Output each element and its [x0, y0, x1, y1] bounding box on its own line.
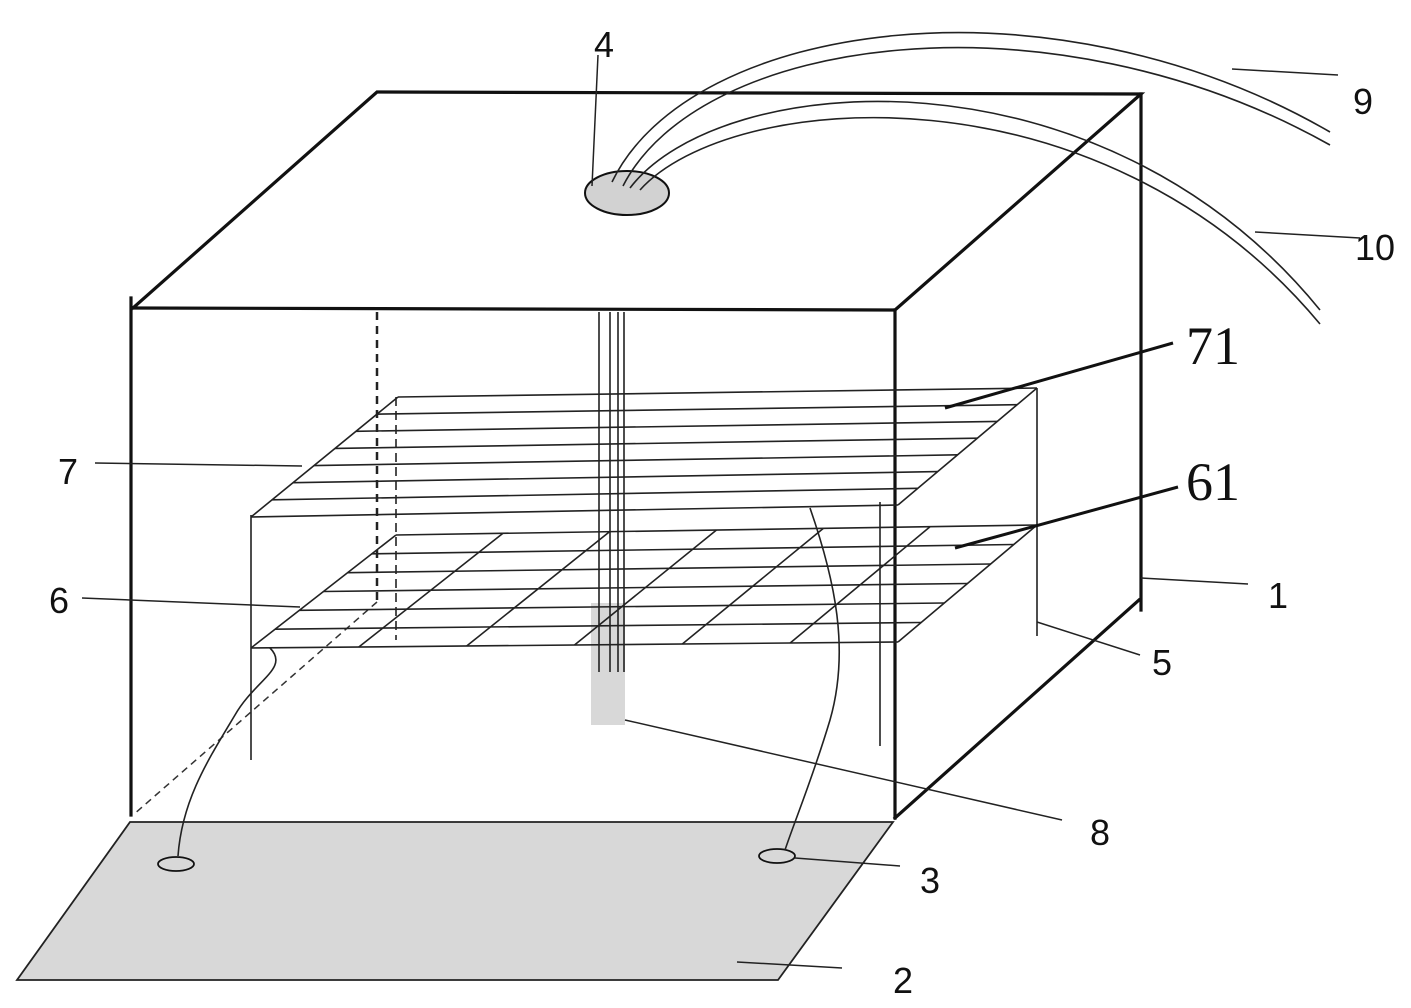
electrode-wire-right	[784, 507, 841, 851]
electrode-hole-right	[758, 848, 796, 864]
label-7: 7	[58, 451, 78, 492]
label-61: 61	[1186, 452, 1240, 512]
grid-cross-wire	[466, 531, 611, 647]
inlet-pipe	[611, 31, 1331, 187]
grid-frame-edge	[897, 387, 1038, 506]
leader-3	[794, 857, 901, 867]
label-6: 6	[49, 580, 69, 621]
label-8: 8	[1090, 812, 1110, 853]
grid-wire	[271, 487, 918, 501]
grid-wire	[250, 504, 899, 518]
leader-1	[1140, 577, 1249, 585]
grid-wire	[334, 437, 978, 450]
grid-cross-wire	[789, 526, 931, 644]
leader-5	[1036, 621, 1141, 656]
tube-rods	[598, 312, 625, 672]
leader-8	[624, 719, 1063, 821]
leader-6	[81, 597, 301, 608]
label-4: 4	[594, 24, 614, 65]
leader-2	[736, 961, 843, 969]
grid-wire	[397, 387, 1038, 398]
leader-71	[944, 341, 1174, 410]
leader-61	[954, 485, 1179, 550]
grid-wire	[313, 454, 958, 467]
grid-wire	[355, 420, 998, 433]
support-rods	[250, 388, 1038, 760]
label-1: 1	[1268, 575, 1288, 616]
lower-grid	[250, 524, 1038, 649]
grid-wire	[376, 403, 1018, 415]
label-71: 71	[1186, 316, 1240, 376]
grid-wire	[292, 470, 938, 484]
label-10: 10	[1355, 227, 1395, 268]
leader-7	[94, 462, 303, 467]
electrode-hole-left	[157, 856, 195, 872]
label-2: 2	[893, 960, 913, 1001]
electrode-wire-left	[177, 647, 277, 857]
upper-grid	[250, 387, 1038, 518]
leader-10	[1254, 231, 1361, 239]
grid-cross-wire	[681, 527, 824, 645]
grid-cross-wire	[358, 532, 504, 648]
leader-4	[591, 54, 599, 187]
grid-frame-edge	[250, 396, 399, 518]
label-5: 5	[1152, 642, 1172, 683]
leader-9	[1231, 68, 1339, 76]
label-3: 3	[920, 860, 940, 901]
grid-cross-wire	[573, 529, 718, 646]
label-9: 9	[1353, 81, 1373, 122]
outlet-pipe	[629, 100, 1321, 325]
sample-tube	[591, 603, 625, 725]
base-plate	[15, 821, 895, 981]
